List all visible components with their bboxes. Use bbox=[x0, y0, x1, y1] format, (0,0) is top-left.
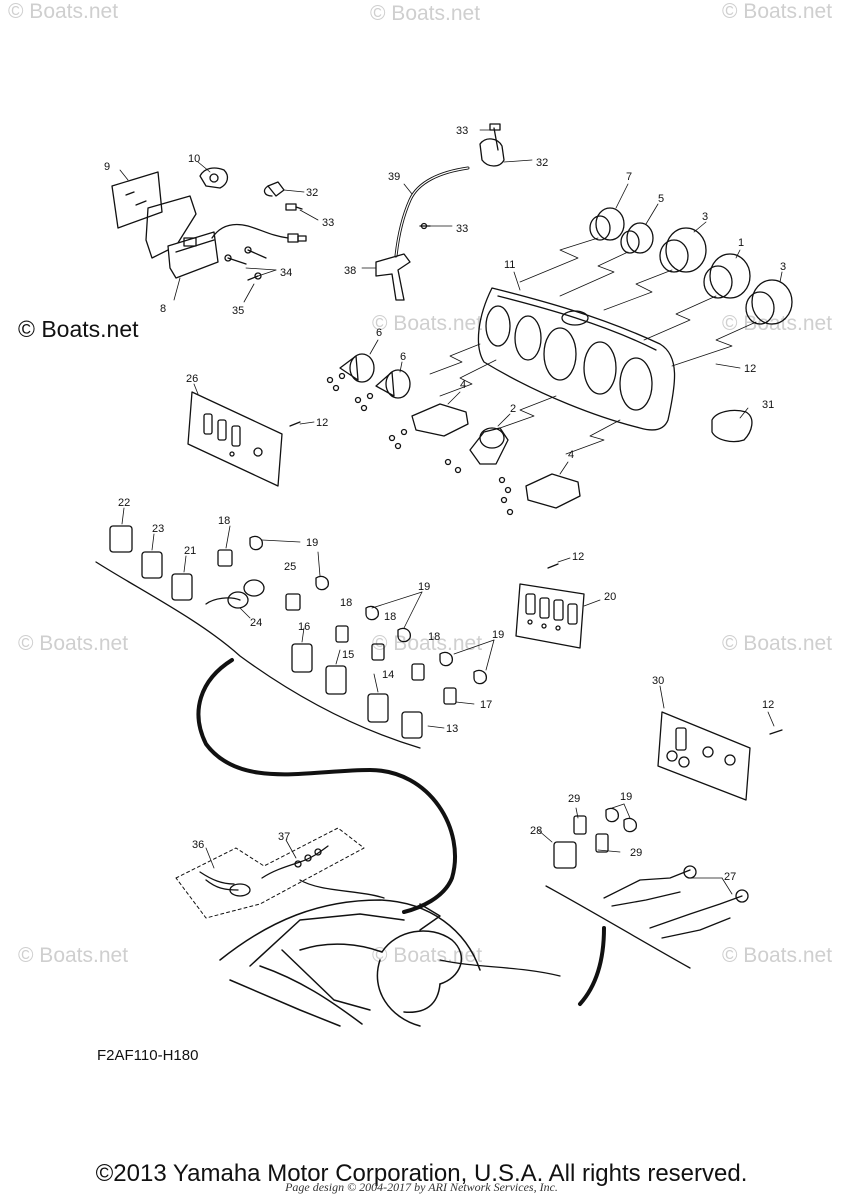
callout-11: 11 bbox=[504, 259, 515, 271]
switch-panel-30 bbox=[657, 711, 783, 801]
cable-assembly bbox=[375, 123, 505, 301]
watermark: © Boats.net bbox=[722, 632, 833, 655]
callout-33: 33 bbox=[456, 223, 468, 235]
callout-34: 34 bbox=[280, 267, 292, 279]
callout-3: 3 bbox=[780, 261, 786, 273]
callout-25: 25 bbox=[284, 561, 296, 573]
dashed-detail-box bbox=[175, 827, 365, 919]
callout-10: 10 bbox=[188, 153, 200, 165]
callout-23: 23 bbox=[152, 523, 164, 535]
callout-37: 37 bbox=[278, 831, 290, 843]
small-gauges bbox=[326, 353, 753, 516]
callout-20: 20 bbox=[604, 591, 616, 603]
leader-lines bbox=[429, 237, 757, 455]
callout-19: 19 bbox=[306, 537, 318, 549]
callout-19: 19 bbox=[492, 629, 504, 641]
wiring-harness bbox=[196, 658, 606, 1006]
callout-31: 31 bbox=[762, 399, 774, 411]
callout-29: 29 bbox=[630, 847, 642, 859]
callout-28: 28 bbox=[530, 825, 542, 837]
callout-33: 33 bbox=[456, 125, 468, 137]
page-design-notice: Page design © 2004-2017 by ARI Network S… bbox=[285, 1180, 558, 1194]
callout-5: 5 bbox=[658, 193, 664, 205]
callout-35: 35 bbox=[232, 305, 244, 317]
solenoid-bracket-assembly bbox=[111, 167, 307, 281]
wiring-thin bbox=[299, 879, 561, 977]
callout-24: 24 bbox=[250, 617, 262, 629]
callout-12: 12 bbox=[744, 363, 756, 375]
diagram-code: F2AF110-H180 bbox=[97, 1047, 199, 1064]
watermark: © Boats.net bbox=[8, 0, 119, 23]
boat-deck-outline bbox=[219, 899, 481, 1027]
callout-32: 32 bbox=[306, 187, 318, 199]
callout-12: 12 bbox=[572, 551, 584, 563]
callout-13: 13 bbox=[446, 723, 458, 735]
callout-18: 18 bbox=[340, 597, 352, 609]
callout-18: 18 bbox=[218, 515, 230, 527]
callout-4: 4 bbox=[460, 379, 466, 391]
watermark: © Boats.net bbox=[722, 944, 833, 967]
callout-labels: 1 2 3 3 4 4 5 6 6 7 8 9 10 11 12 12 12 1… bbox=[104, 125, 786, 883]
callout-8: 8 bbox=[160, 303, 166, 315]
callout-29: 29 bbox=[568, 793, 580, 805]
callout-32: 32 bbox=[536, 157, 548, 169]
switch-panel-26 bbox=[187, 391, 301, 487]
watermark: © Boats.net bbox=[372, 632, 483, 655]
watermark: © Boats.net bbox=[372, 944, 483, 967]
watermark: © Boats.net bbox=[18, 632, 129, 655]
watermark: © Boats.net bbox=[370, 2, 481, 25]
watermark: © Boats.net bbox=[722, 0, 833, 23]
callout-19: 19 bbox=[418, 581, 430, 593]
callout-33: 33 bbox=[322, 217, 334, 229]
watermark: © Boats.net bbox=[372, 312, 483, 335]
callout-7: 7 bbox=[626, 171, 632, 183]
callout-1: 1 bbox=[738, 237, 744, 249]
instrument-panel bbox=[477, 287, 676, 431]
callout-30: 30 bbox=[652, 675, 664, 687]
callout-39: 39 bbox=[388, 171, 400, 183]
brand-label: © Boats.net bbox=[18, 316, 139, 342]
watermark: © Boats.net bbox=[18, 944, 129, 967]
callout-2: 2 bbox=[510, 403, 516, 415]
callout-14: 14 bbox=[382, 669, 394, 681]
callout-leaders bbox=[119, 129, 783, 895]
callout-19: 19 bbox=[620, 791, 632, 803]
callout-12: 12 bbox=[316, 417, 328, 429]
callout-4: 4 bbox=[568, 449, 574, 461]
callout-15: 15 bbox=[342, 649, 354, 661]
switch-cluster bbox=[95, 525, 487, 749]
callout-17: 17 bbox=[480, 699, 492, 711]
callout-16: 16 bbox=[298, 621, 310, 633]
callout-6: 6 bbox=[400, 351, 406, 363]
callout-3: 3 bbox=[702, 211, 708, 223]
switch-panel-20 bbox=[515, 563, 585, 649]
callout-22: 22 bbox=[118, 497, 130, 509]
switch-group-right bbox=[545, 807, 749, 969]
callout-26: 26 bbox=[186, 373, 198, 385]
callout-27: 27 bbox=[724, 871, 736, 883]
callout-21: 21 bbox=[184, 545, 196, 557]
callout-18: 18 bbox=[428, 631, 440, 643]
callout-18: 18 bbox=[384, 611, 396, 623]
copyright-notice: ©2013 Yamaha Motor Corporation, U.S.A. A… bbox=[95, 1160, 748, 1187]
gauge-set bbox=[589, 207, 793, 325]
callout-12: 12 bbox=[762, 699, 774, 711]
callout-36: 36 bbox=[192, 839, 204, 851]
callout-9: 9 bbox=[104, 161, 110, 173]
callout-38: 38 bbox=[344, 265, 356, 277]
callout-6: 6 bbox=[376, 327, 382, 339]
